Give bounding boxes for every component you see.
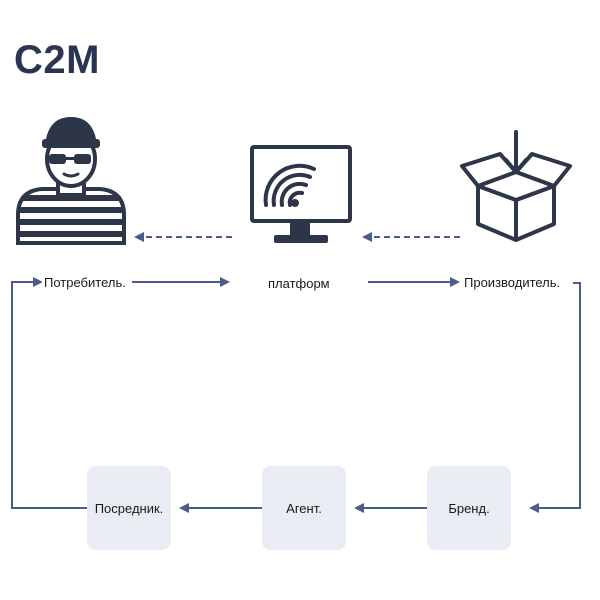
monitor-signal-icon: [250, 145, 352, 243]
agent-box: Агент.: [262, 466, 346, 550]
middleman-box: Посредник.: [87, 466, 171, 550]
agent-label: Агент.: [286, 500, 322, 516]
diagram-title: C2M: [14, 38, 100, 82]
brand-box: Бренд.: [427, 466, 511, 550]
open-box-icon: [460, 130, 572, 242]
consumer-person-icon: [16, 117, 126, 245]
brand-label: Бренд.: [448, 500, 490, 516]
arrow-middleman-to-consumer: [11, 277, 87, 509]
platform-label: платформ: [266, 276, 332, 292]
consumer-label: Потребитель.: [42, 275, 128, 291]
producer-label: Производитель.: [462, 275, 563, 291]
arrow-producer-to-brand: [529, 282, 581, 513]
middleman-label: Посредник.: [94, 500, 164, 516]
